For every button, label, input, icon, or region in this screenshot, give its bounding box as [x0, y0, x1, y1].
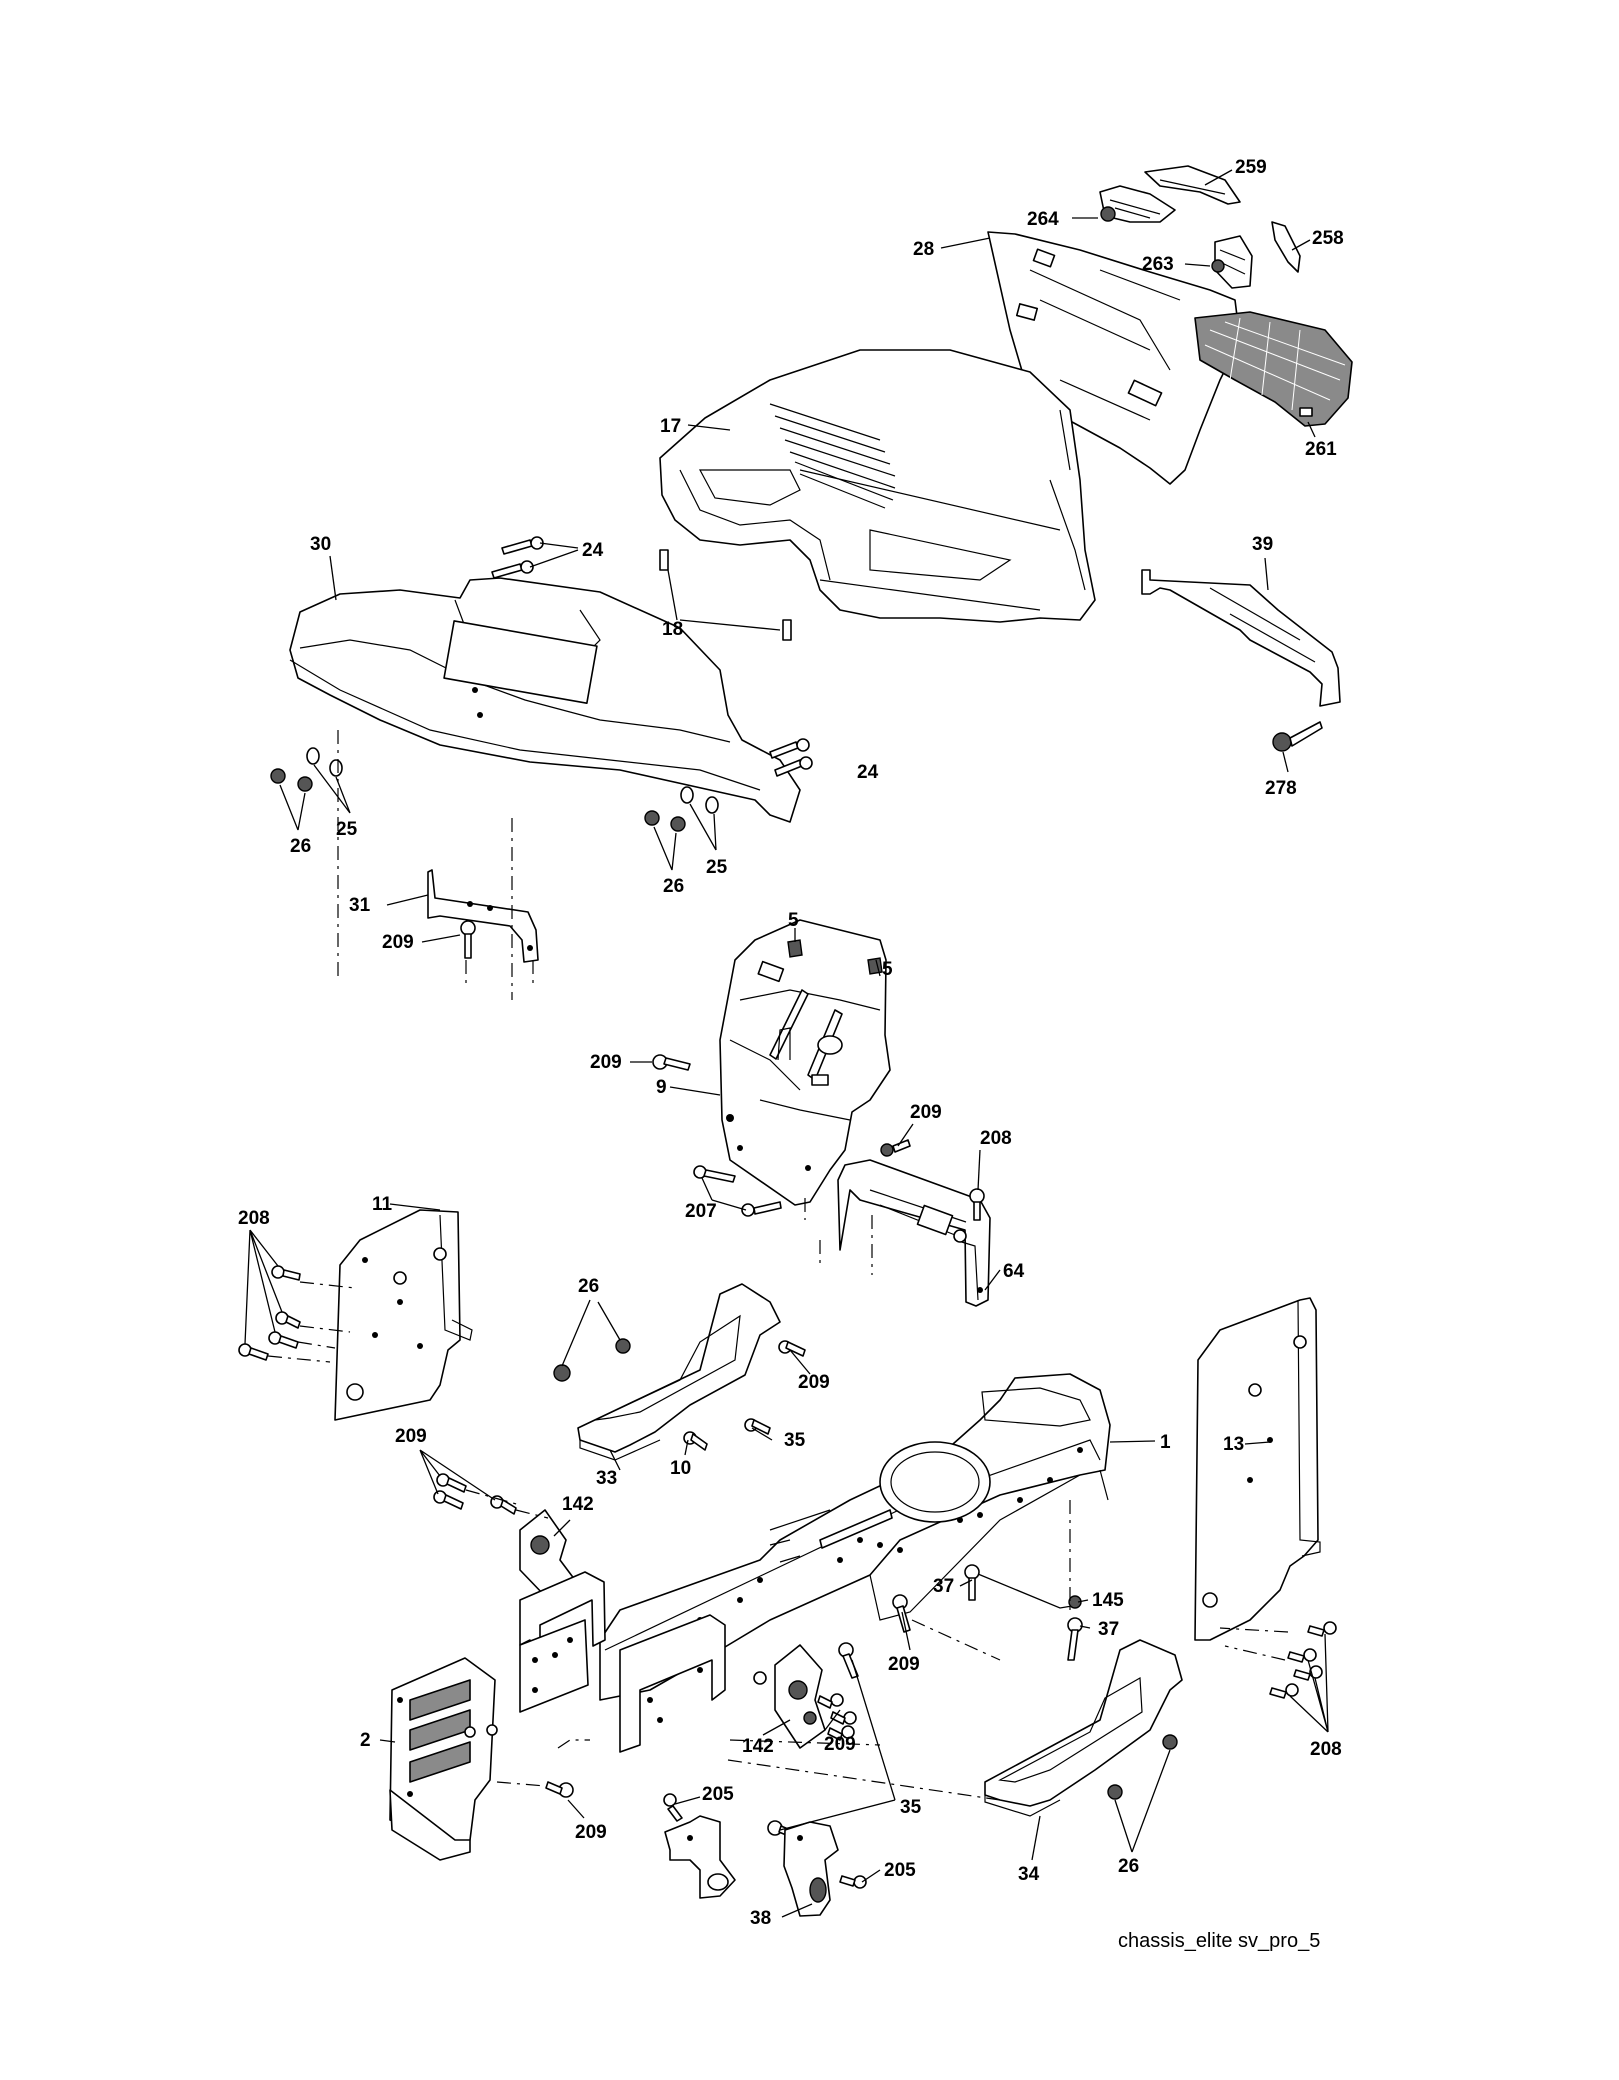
label-64: 64 [1003, 1261, 1025, 1282]
label-24-right: 24 [857, 762, 879, 783]
side-plate-11 [334, 1209, 473, 1421]
label-142-a: 142 [562, 1494, 594, 1515]
lamp-bracket-263 [1211, 235, 1253, 289]
label-209-h: 209 [575, 1822, 607, 1843]
label-209-f: 209 [888, 1654, 920, 1675]
bolt-209-lower-left [545, 1781, 574, 1798]
bolts-209-upper-left [433, 1473, 517, 1515]
lens-258 [1271, 221, 1301, 273]
assembly-lines [267, 730, 1289, 1801]
bracket-142-left [519, 1509, 576, 1597]
fender-30 [289, 577, 801, 823]
label-30: 30 [310, 534, 331, 555]
label-209-d: 209 [798, 1372, 830, 1393]
leader-lines [244, 169, 1329, 1918]
bumper-plate-2 [389, 1657, 498, 1861]
label-208-b: 208 [238, 1208, 270, 1229]
headlight-cover-259 [1144, 165, 1241, 205]
label-39: 39 [1252, 534, 1273, 555]
dash-panel-9 [719, 919, 891, 1206]
label-26-left: 26 [290, 836, 311, 857]
label-25-right: 25 [706, 857, 728, 878]
nuts-26-bottom [1107, 1734, 1178, 1800]
bolts-208-right [1269, 1621, 1337, 1699]
label-5-a: 5 [788, 910, 799, 931]
label-209-a: 209 [382, 932, 414, 953]
label-209-g: 209 [824, 1734, 856, 1755]
label-34: 34 [1018, 1864, 1040, 1885]
label-35-b: 35 [900, 1797, 922, 1818]
headlight-lens-264 [1099, 185, 1176, 223]
label-261: 261 [1305, 439, 1337, 460]
label-28: 28 [913, 239, 934, 260]
left-front-plate [519, 1571, 606, 1713]
diagram-caption: chassis_elite sv_pro_5 [1118, 1930, 1320, 1952]
label-38: 38 [750, 1908, 771, 1929]
bracket-31 [427, 869, 539, 963]
hood-bracket-39 [1141, 569, 1341, 707]
label-259: 259 [1235, 157, 1267, 178]
label-26-bottom: 26 [1118, 1856, 1139, 1877]
label-37-b: 37 [1098, 1619, 1119, 1640]
bolts-209-35-10 [683, 1340, 806, 1451]
main-frame-1 [599, 1373, 1111, 1701]
label-208-a: 208 [980, 1128, 1012, 1149]
footrest-34 [984, 1639, 1183, 1817]
footrest-33 [577, 1283, 781, 1461]
label-205-b: 205 [884, 1860, 916, 1881]
label-142-b: 142 [742, 1736, 774, 1757]
nuts-26-mid [553, 1338, 631, 1382]
label-1: 1 [1160, 1432, 1171, 1453]
label-17: 17 [660, 416, 681, 437]
bracket-142-center [774, 1644, 826, 1749]
part-labels: 259 264 258 28 263 261 17 24 30 18 39 27… [238, 157, 1344, 1929]
label-37-a: 37 [933, 1576, 954, 1597]
label-26-mid: 26 [578, 1276, 599, 1297]
side-plate-13 [1194, 1297, 1321, 1641]
bolts-205 [663, 1793, 867, 1889]
label-278: 278 [1265, 778, 1297, 799]
label-11: 11 [372, 1194, 393, 1215]
knob-278 [1272, 721, 1323, 752]
label-31: 31 [349, 895, 371, 916]
label-33: 33 [596, 1468, 617, 1489]
nuts-26-25-left [270, 747, 343, 792]
label-18: 18 [662, 619, 683, 640]
nuts-26-25-right [644, 786, 719, 832]
bracket-64 [837, 1159, 991, 1307]
bolts-24-top [491, 536, 544, 579]
label-209-b: 209 [590, 1052, 622, 1073]
label-24-top: 24 [582, 540, 604, 561]
bolts-37-145 [964, 1564, 1083, 1661]
label-9: 9 [656, 1077, 667, 1098]
bolts-24-right [769, 738, 813, 777]
label-207: 207 [685, 1201, 717, 1222]
label-258: 258 [1312, 228, 1344, 249]
bolt-209-a [460, 920, 476, 959]
label-5-b: 5 [882, 959, 893, 980]
clip-18 [659, 549, 792, 641]
bolt-208-a [969, 1188, 985, 1221]
label-208-c: 208 [1310, 1739, 1342, 1760]
hood-17 [659, 349, 1096, 623]
label-13: 13 [1223, 1434, 1244, 1455]
label-2: 2 [360, 1730, 371, 1751]
center-front-plate [619, 1614, 726, 1753]
label-35-a: 35 [784, 1430, 806, 1451]
label-209-c: 209 [910, 1102, 942, 1123]
screws-209-207 [652, 1054, 911, 1217]
label-26-right: 26 [663, 876, 684, 897]
grille-261 [1194, 311, 1353, 427]
label-264: 264 [1027, 209, 1059, 230]
label-25-left: 25 [336, 819, 358, 840]
label-209-e: 209 [395, 1426, 427, 1447]
bolts-208-left [238, 1265, 301, 1361]
label-205-a: 205 [702, 1784, 734, 1805]
bolts-209-center [753, 1594, 911, 1841]
label-263: 263 [1142, 254, 1174, 275]
bracket-38 [664, 1815, 839, 1917]
label-145: 145 [1092, 1590, 1124, 1611]
label-10: 10 [670, 1458, 691, 1479]
